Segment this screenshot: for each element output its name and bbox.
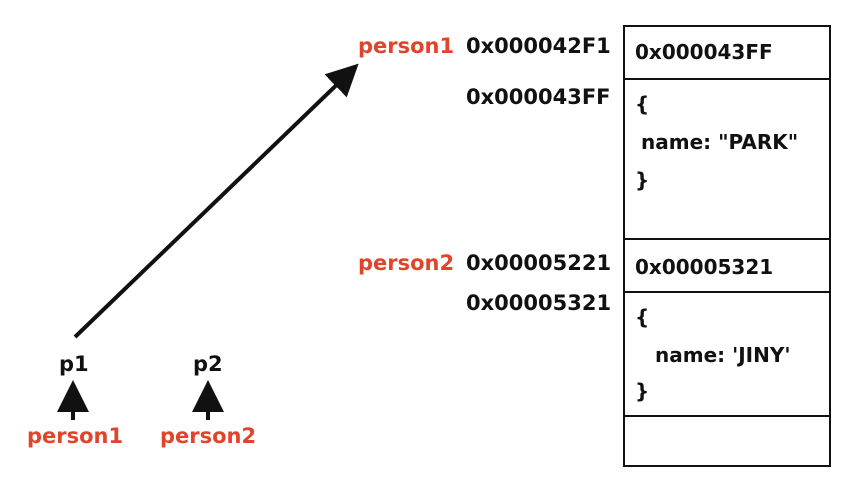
memory-cell-value: 0x00005321	[635, 255, 774, 279]
object1-address: 0x000043FF	[466, 85, 611, 109]
object-name-property: name: 'JINY'	[655, 343, 791, 367]
memory-cell-person1: 0x000043FF	[625, 27, 829, 80]
p1-reference-arrow	[73, 63, 359, 339]
object-close-brace: }	[635, 379, 650, 403]
memory-cell-object2: { name: 'JINY' }	[625, 293, 829, 417]
person1-variable-label: person1	[358, 34, 455, 58]
object-name-property: name: "PARK"	[641, 130, 799, 154]
memory-cell-value: 0x000043FF	[635, 40, 773, 64]
object-open-brace: {	[635, 92, 650, 116]
person1-argument-label: person1	[27, 424, 124, 448]
person2-address: 0x00005221	[466, 251, 612, 275]
memory-cell-object1: { name: "PARK" }	[625, 80, 829, 240]
memory-table: 0x000043FF { name: "PARK" } 0x00005321 {…	[623, 25, 831, 467]
object-close-brace: }	[635, 168, 650, 192]
person2-variable-label: person2	[358, 251, 455, 275]
p1-param-label: p1	[59, 352, 89, 376]
person2-argument-label: person2	[160, 424, 257, 448]
object2-address: 0x00005321	[466, 291, 612, 315]
memory-cell-empty	[625, 417, 829, 465]
person1-address: 0x000042F1	[466, 34, 611, 58]
p2-param-label: p2	[193, 352, 223, 376]
memory-cell-person2: 0x00005321	[625, 240, 829, 293]
object-open-brace: {	[635, 305, 650, 329]
